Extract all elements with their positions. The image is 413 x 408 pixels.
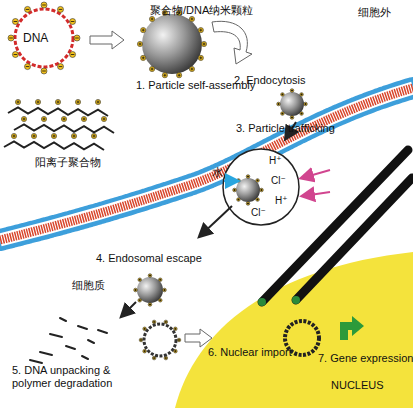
label: 7. Gene expression [318,352,413,365]
label: 细胞外 [358,6,391,19]
label: 6. Nuclear import [208,346,292,359]
dna-node: DNA [13,8,75,68]
endosome [223,149,299,225]
node-text: DNA [23,31,48,45]
chloride-arrow [303,192,330,196]
node-text: H⁺ [269,155,282,166]
label: 3. Particle trafficking [236,122,335,135]
label: 聚合物/DNA纳米颗粒 [150,4,253,17]
dna-ring [144,324,176,356]
nanoparticle [137,277,163,303]
label: 细胞质 [72,279,105,292]
chloride-arrow [302,170,330,178]
nanoparticle [236,178,260,202]
label: 水 [212,166,223,179]
node-text: Cl⁻ [251,207,266,218]
expression-arrow [340,316,364,340]
node-text: Cl⁻ [271,175,286,186]
label: 5. DNA unpacking & polymer degradation [12,364,132,389]
escape-arrow [200,206,232,236]
node-text: NUCLEUS [331,379,384,391]
nanoparticle [280,92,304,116]
node-text: H⁺ [275,195,288,206]
dna-ring [15,9,73,67]
cationic-polymers [4,99,114,150]
nanoparticle [142,14,202,74]
negative-charges [8,2,80,74]
import-arrow [185,329,212,347]
water-arrow [224,180,237,182]
label: 4. Endosomal escape [96,252,202,265]
nucleus-region [175,252,413,408]
assembly-arrow [90,31,124,49]
unpack-arrow [122,302,136,316]
endocytosis-arrow [212,21,252,64]
label: 2. Endocytosis [234,74,306,87]
endosome-node: H⁺ Cl⁻ H⁺ Cl⁻ [223,149,299,225]
cell-membrane [0,88,413,240]
nucleus-node: NUCLEUS [175,255,413,408]
label: 阳离子聚合物 [35,156,101,169]
polymer-fragments [30,318,107,363]
positive-charges [134,10,308,360]
